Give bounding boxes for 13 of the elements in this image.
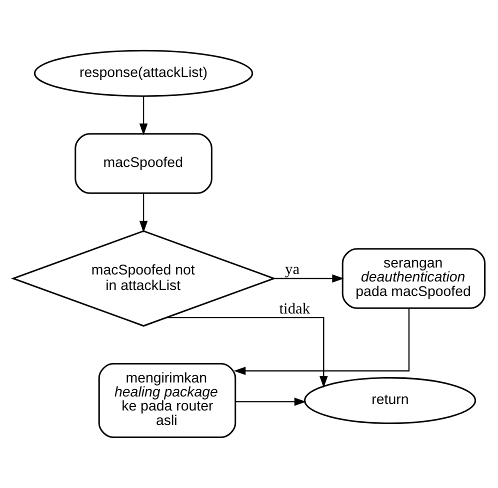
node-ellipse: response(attackList): [34, 50, 254, 97]
arrow: [236, 398, 306, 406]
node-diamond: macSpoofed not in attackList: [10, 230, 276, 327]
arrow: [234, 308, 410, 376]
arrow: [274, 274, 344, 283]
arrow: [139, 96, 148, 136]
node-box: macSpoofed: [74, 133, 212, 194]
edge-label: tidak: [279, 300, 310, 318]
arrow: [139, 193, 148, 233]
edge-label: ya: [285, 261, 300, 278]
node-box: mengirimkan healing package ke pada router asli: [98, 363, 236, 438]
arrow: [166, 316, 328, 388]
node-box: serangan deauthentication pada macSpoofed: [342, 248, 486, 309]
